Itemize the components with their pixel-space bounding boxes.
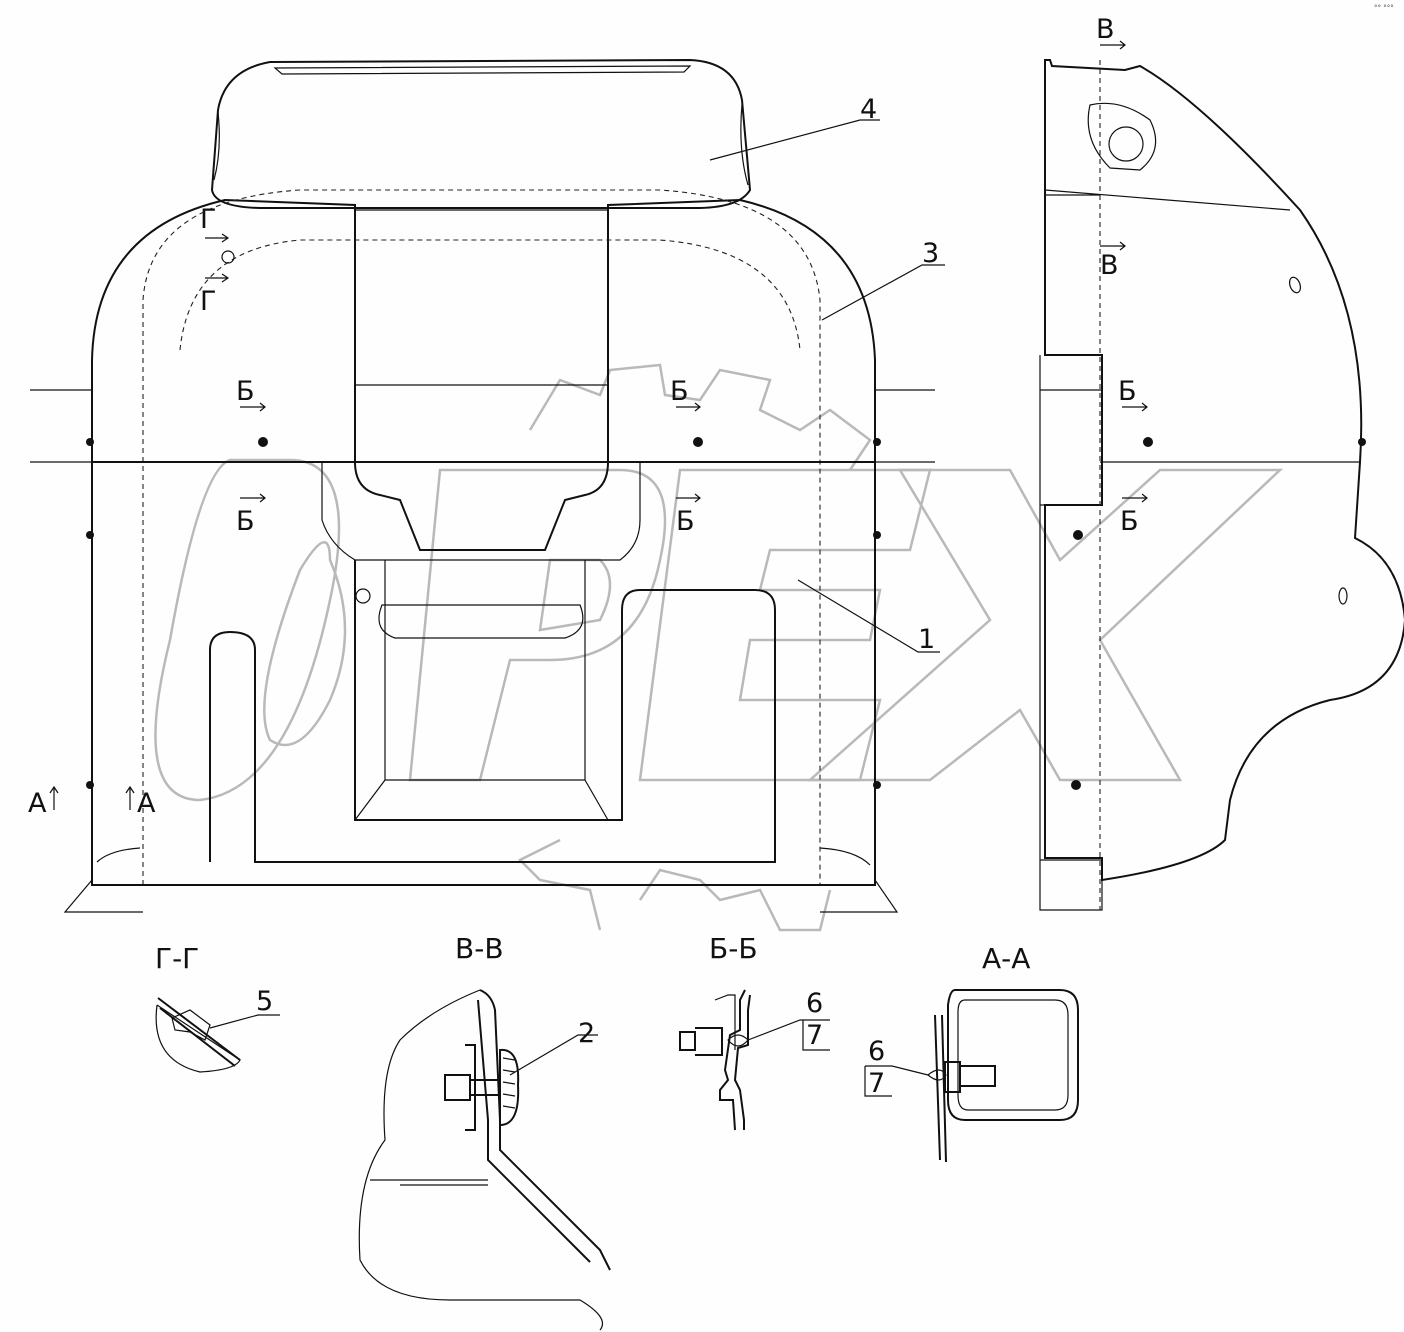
mark-g-bottom: Г bbox=[200, 286, 216, 317]
callout-1: 1 bbox=[918, 624, 935, 655]
callout-5: 5 bbox=[256, 986, 273, 1017]
corner-mark: °° °°° bbox=[1374, 4, 1394, 12]
section-title-v-v: В-В bbox=[455, 932, 504, 965]
callout-7b: 7 bbox=[868, 1068, 885, 1099]
callout-2: 2 bbox=[578, 1018, 595, 1049]
side-view bbox=[1039, 59, 1404, 911]
callout-6b: 6 bbox=[868, 1036, 885, 1067]
mark-b-4: Б bbox=[236, 506, 255, 537]
mark-g-top: Г bbox=[200, 204, 216, 235]
section-marks: Г Г Б Б Б Б Б Б В В А А bbox=[28, 14, 1148, 819]
front-view bbox=[30, 58, 945, 913]
section-title-b-b: Б-Б bbox=[709, 932, 758, 965]
part-3-upper-housing bbox=[91, 198, 356, 463]
callout-4: 4 bbox=[860, 94, 877, 125]
side-profile bbox=[1044, 59, 1404, 882]
section-title-a-a: А-А bbox=[982, 942, 1030, 975]
section-title-g-g: Г-Г bbox=[155, 942, 199, 975]
mark-b-5: Б bbox=[676, 506, 695, 537]
mark-a-right: А bbox=[137, 788, 156, 819]
part-4-cushion bbox=[210, 58, 752, 209]
section-v-v: В-В 2 bbox=[358, 932, 611, 1331]
mark-v-top: В bbox=[1096, 14, 1115, 45]
section-b-b: Б-Б 6 7 bbox=[679, 932, 830, 1131]
mark-b-2: Б bbox=[670, 376, 689, 407]
mark-b-6: Б bbox=[1120, 506, 1139, 537]
callout-3: 3 bbox=[922, 238, 939, 269]
mark-v-bottom: В bbox=[1100, 250, 1119, 281]
callout-6a: 6 bbox=[806, 988, 823, 1019]
watermark bbox=[154, 363, 1284, 932]
callout-7a: 7 bbox=[806, 1020, 823, 1051]
mark-b-1: Б bbox=[236, 376, 255, 407]
section-a-a: А-А 6 7 bbox=[864, 942, 1079, 1163]
section-g-g: Г-Г 5 bbox=[155, 942, 280, 1073]
mark-b-3: Б bbox=[1118, 376, 1137, 407]
mark-a-left: А bbox=[28, 788, 47, 819]
part-1-lower-housing bbox=[91, 461, 876, 886]
